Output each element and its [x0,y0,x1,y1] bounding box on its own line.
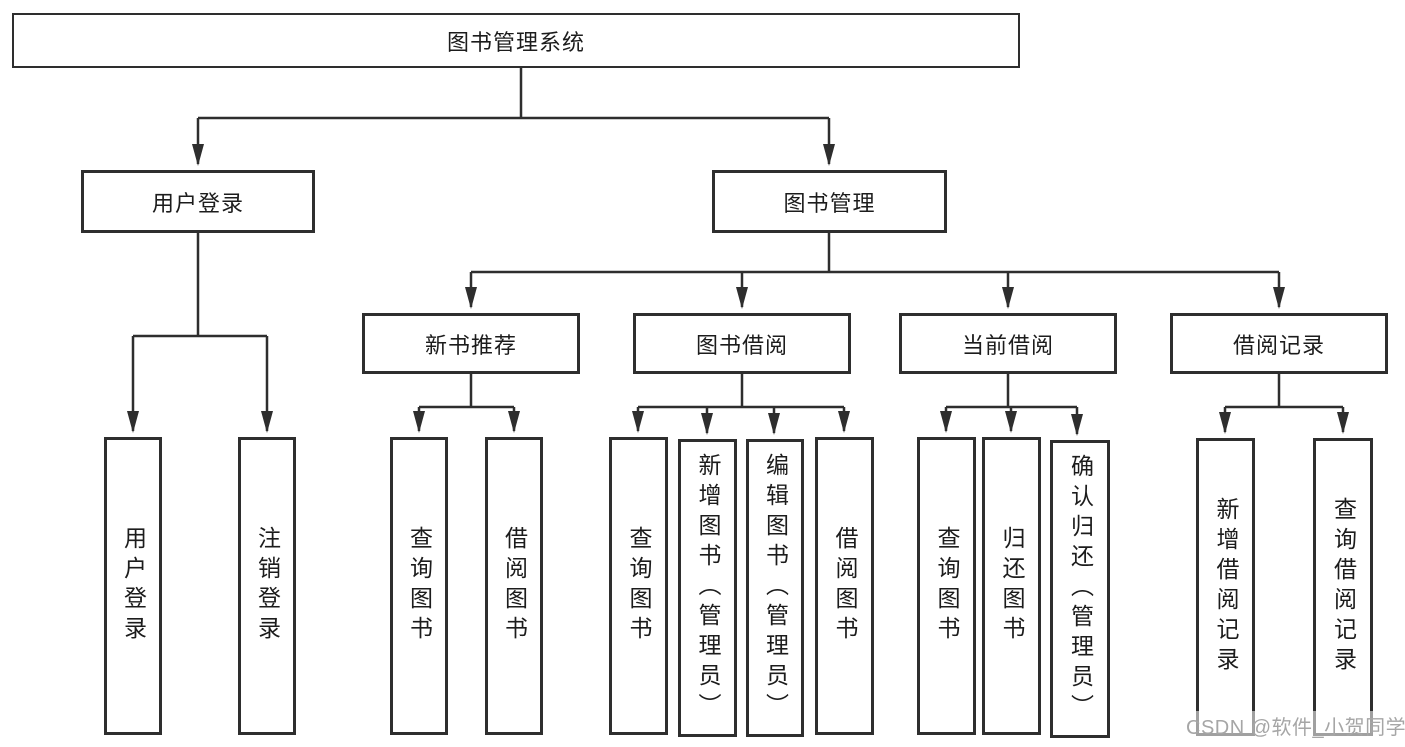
leaf-borrow-borrow-books-label: 借阅图书 [832,526,858,646]
node-borrow-record: 借阅记录 [1170,313,1388,374]
leaf-return-books: 归还图书 [982,437,1041,735]
node-book-management: 图书管理 [712,170,947,233]
node-user-login: 用户登录 [81,170,315,233]
node-book-management-system: 图书管理系统 [12,13,1020,68]
leaf-confirm-return-admin: 确认归还（管理员） [1050,440,1110,738]
node-current-borrow: 当前借阅 [899,313,1117,374]
node-book-borrow: 图书借阅 [633,313,851,374]
node-new-book-recommend: 新书推荐 [362,313,580,374]
leaf-user-login-label: 用户登录 [120,526,147,646]
leaf-logout: 注销登录 [238,437,296,735]
leaf-user-login: 用户登录 [104,437,162,735]
leaf-query-borrow-record: 查询借阅记录 [1313,438,1373,736]
leaf-query-borrow-record-label: 查询借阅记录 [1330,497,1357,677]
leaf-current-query-books-label: 查询图书 [934,526,960,646]
leaf-confirm-return-admin-label: 确认归还（管理员） [1067,454,1094,724]
leaf-edit-books-admin: 编辑图书（管理员） [746,439,804,737]
leaf-add-borrow-record-label: 新增借阅记录 [1213,497,1239,677]
leaf-edit-books-admin-label: 编辑图书（管理员） [762,453,789,723]
leaf-recommend-borrow-books-label: 借阅图书 [501,526,528,646]
leaf-borrow-borrow-books: 借阅图书 [815,437,874,735]
leaf-recommend-query-books-label: 查询图书 [406,526,433,646]
leaf-add-borrow-record: 新增借阅记录 [1196,438,1255,736]
leaf-add-books-admin: 新增图书（管理员） [678,439,737,737]
csdn-watermark: CSDN @软件_小贺同学 [1186,711,1405,740]
leaf-logout-label: 注销登录 [254,526,281,646]
leaf-add-books-admin-label: 新增图书（管理员） [695,453,721,723]
leaf-recommend-query-books: 查询图书 [390,437,448,735]
leaf-recommend-borrow-books: 借阅图书 [485,437,543,735]
leaf-borrow-query-books-label: 查询图书 [626,526,652,646]
leaf-return-books-label: 归还图书 [999,526,1025,646]
leaf-current-query-books: 查询图书 [917,437,976,735]
leaf-borrow-query-books: 查询图书 [609,437,668,735]
